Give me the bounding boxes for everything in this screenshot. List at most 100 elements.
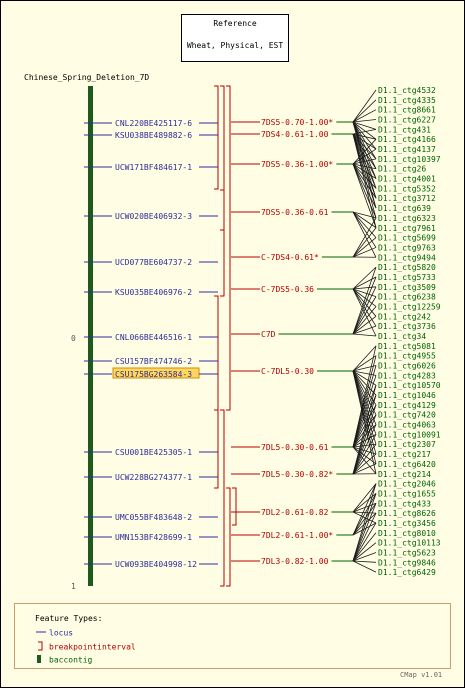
correspondence-line — [352, 542, 377, 562]
chromosome-bar[interactable] — [88, 86, 93, 586]
contig-label[interactable]: D1.1_ctg8626 — [378, 509, 436, 518]
contig-label[interactable]: D1.1_ctg4129 — [378, 401, 436, 410]
reference-map-box[interactable]: Reference Wheat, Physical, EST — [181, 14, 289, 62]
breakpoint-label[interactable]: 7DL5-0.30-0.61 — [261, 443, 329, 452]
contig-label[interactable]: D1.1_ctg10113 — [378, 539, 441, 548]
breakpoint-label[interactable]: 7DL2-0.61-1.00* — [261, 531, 333, 540]
breakpoint-label[interactable]: 7DS5-0.36-0.61 — [261, 208, 329, 217]
contig-label[interactable]: D1.1_ctg4063 — [378, 421, 436, 430]
correspondence-line — [352, 211, 377, 248]
axis-end-label: 1 — [71, 582, 76, 591]
contig-label[interactable]: D1.1_ctg10397 — [378, 155, 441, 164]
contig-label[interactable]: D1.1_ctg1046 — [378, 391, 436, 400]
contig-label[interactable]: D1.1_ctg6429 — [378, 568, 436, 577]
contig-label[interactable]: D1.1_ctg2307 — [378, 440, 436, 449]
contig-label[interactable]: D1.1_ctg34 — [378, 332, 426, 341]
breakpoint-label[interactable]: C-7DL5-0.30 — [261, 367, 314, 376]
contig-label[interactable]: D1.1_ctg3736 — [378, 322, 436, 331]
contig-label[interactable]: D1.1_ctg5733 — [378, 273, 436, 282]
correspondence-line — [352, 552, 377, 562]
contig-label[interactable]: D1.1_ctg1655 — [378, 489, 436, 498]
contig-label[interactable]: D1.1_ctg8010 — [378, 529, 436, 538]
correspondence-line — [352, 483, 377, 536]
correspondence-line — [352, 133, 377, 140]
contig-label[interactable]: D1.1_ctg26 — [378, 165, 426, 174]
contig-label[interactable]: D1.1_ctg4001 — [378, 175, 436, 184]
locus-label[interactable]: UMN153BF428699-1 — [115, 533, 192, 542]
contig-label[interactable]: D1.1_ctg3456 — [378, 519, 436, 528]
contig-label[interactable]: D1.1_ctg8661 — [378, 106, 436, 115]
contig-label[interactable]: D1.1_ctg2046 — [378, 480, 436, 489]
locus-label[interactable]: CSU001BE425305-1 — [115, 448, 192, 457]
contig-label[interactable]: D1.1_ctg5352 — [378, 184, 436, 193]
contig-label[interactable]: D1.1_ctg217 — [378, 450, 431, 459]
breakpoint-label[interactable]: 7DL3-0.82-1.00 — [261, 557, 329, 566]
locus-label[interactable]: UCW228BG274377-1 — [115, 473, 192, 482]
legend-contig-label: baccontig — [49, 655, 93, 665]
contig-label[interactable]: D1.1_ctg9846 — [378, 558, 436, 567]
contig-label[interactable]: D1.1_ctg6227 — [378, 116, 436, 125]
contig-label[interactable]: D1.1_ctg6420 — [378, 460, 436, 469]
locus-label[interactable]: UCW020BE406932-3 — [115, 212, 192, 221]
locus-label[interactable]: CNL066BE446516-1 — [115, 333, 192, 342]
correspondence-line — [352, 296, 377, 335]
breakpoint-label[interactable]: C-7DS4-0.61* — [261, 253, 319, 262]
contig-label[interactable]: D1.1_ctg4335 — [378, 96, 436, 105]
contig-label[interactable]: D1.1_ctg6323 — [378, 214, 436, 223]
contig-label[interactable]: D1.1_ctg6026 — [378, 362, 436, 371]
breakpoint-bracket — [214, 85, 219, 190]
contig-label[interactable]: D1.1_ctg3712 — [378, 194, 436, 203]
correspondence-line — [352, 286, 377, 335]
contig-label[interactable]: D1.1_ctg10570 — [378, 381, 441, 390]
breakpoint-label[interactable]: C-7DS5-0.36 — [261, 285, 314, 294]
breakpoint-label[interactable]: 7DL5-0.30-0.82* — [261, 470, 333, 479]
contig-label[interactable]: D1.1_ctg12259 — [378, 302, 441, 311]
correspondence-line — [352, 522, 377, 536]
contig-label[interactable]: D1.1_ctg214 — [378, 470, 431, 479]
locus-label[interactable]: UCD077BE604737-2 — [115, 258, 192, 267]
contig-label[interactable]: D1.1_ctg4283 — [378, 371, 436, 380]
contig-label[interactable]: D1.1_ctg5623 — [378, 548, 436, 557]
contig-label[interactable]: D1.1_ctg431 — [378, 125, 431, 134]
locus-label[interactable]: CSU175BG263584-3 — [115, 370, 192, 379]
correspondence-line — [352, 434, 377, 475]
contig-label[interactable]: D1.1_ctg5820 — [378, 263, 436, 272]
contig-label[interactable]: D1.1_ctg4137 — [378, 145, 436, 154]
contig-label[interactable]: D1.1_ctg4532 — [378, 86, 436, 95]
contig-label[interactable]: D1.1_ctg5081 — [378, 342, 436, 351]
contig-label[interactable]: D1.1_ctg9763 — [378, 243, 436, 252]
locus-label[interactable]: KSU035BE406976-2 — [115, 288, 192, 297]
breakpoint-label[interactable]: 7DS4-0.61-1.00 — [261, 130, 329, 139]
breakpoint-bracket — [214, 409, 219, 489]
contig-label[interactable]: D1.1_ctg4955 — [378, 352, 436, 361]
breakpoint-label[interactable]: 7DL2-0.61-0.82 — [261, 508, 329, 517]
locus-label[interactable]: KSU038BE489882-6 — [115, 131, 192, 140]
correspondence-line — [352, 370, 377, 386]
contig-label[interactable]: D1.1_ctg639 — [378, 204, 431, 213]
correspondence-line — [352, 288, 377, 307]
contig-label[interactable]: D1.1_ctg7420 — [378, 411, 436, 420]
reference-title: Reference — [213, 19, 257, 28]
contig-label[interactable]: D1.1_ctg6238 — [378, 293, 436, 302]
contig-label[interactable]: D1.1_ctg9494 — [378, 253, 436, 262]
contig-label[interactable]: D1.1_ctg4166 — [378, 135, 436, 144]
contig-label[interactable]: D1.1_ctg3509 — [378, 283, 436, 292]
locus-label[interactable]: UCW171BF484617-1 — [115, 163, 192, 172]
breakpoint-label[interactable]: 7DS5-0.70-1.00* — [261, 118, 333, 127]
correspondence-line — [352, 443, 377, 448]
locus-label[interactable]: UCW093BE404998-12 — [115, 560, 197, 569]
correspondence-line — [352, 394, 377, 448]
contig-label[interactable]: D1.1_ctg242 — [378, 312, 431, 321]
locus-label[interactable]: CNL220BE425117-6 — [115, 119, 192, 128]
breakpoint-bracket — [220, 409, 225, 587]
contig-label[interactable]: D1.1_ctg7961 — [378, 224, 436, 233]
contig-label[interactable]: D1.1_ctg10091 — [378, 430, 441, 439]
legend-breakpoint-label: breakpointinterval — [49, 642, 136, 652]
breakpoint-label[interactable]: C7D — [261, 330, 276, 339]
map-title[interactable]: Chinese_Spring_Deletion_7D — [24, 73, 150, 82]
contig-label[interactable]: D1.1_ctg433 — [378, 499, 431, 508]
locus-label[interactable]: UMC055BF483648-2 — [115, 513, 192, 522]
locus-label[interactable]: CSU157BF474746-2 — [115, 357, 192, 366]
contig-label[interactable]: D1.1_ctg5699 — [378, 234, 436, 243]
breakpoint-label[interactable]: 7DS5-0.36-1.00* — [261, 160, 333, 169]
